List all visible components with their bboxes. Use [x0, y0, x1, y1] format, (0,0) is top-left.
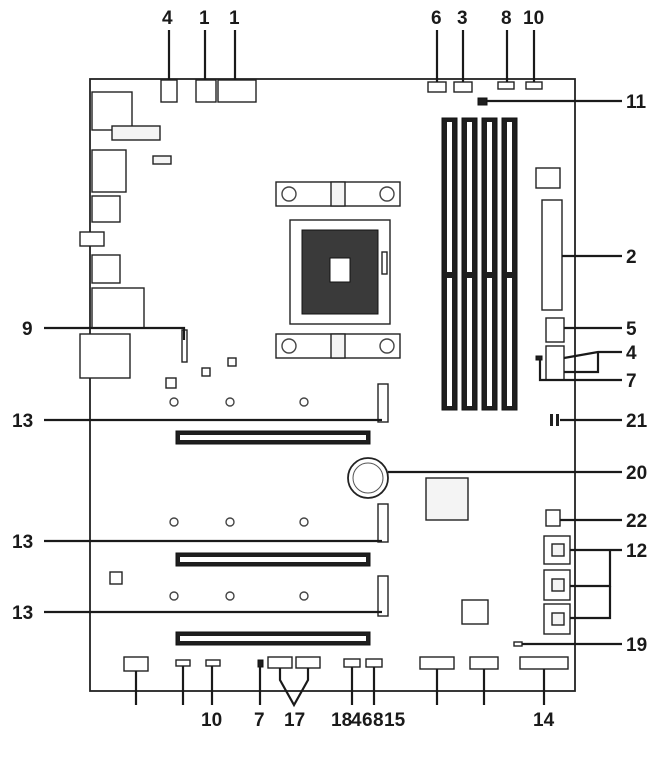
top-header-6 — [427, 81, 447, 93]
label-top-10: 10 — [523, 8, 544, 29]
bottom-headers — [123, 656, 569, 672]
header-22 — [545, 509, 561, 527]
io-port-5 — [79, 231, 105, 247]
bottom-header-14 — [519, 656, 569, 670]
io-port-1 — [91, 91, 133, 131]
label-bottom-14: 14 — [533, 710, 555, 731]
pcie-slots — [175, 430, 371, 646]
label-right-22: 22 — [626, 511, 647, 532]
led-7-right — [535, 355, 543, 361]
label-left-13b: 13 — [12, 532, 33, 553]
m2-standoffs — [169, 397, 309, 601]
bottom-header-10b — [205, 659, 221, 667]
chip-small — [461, 599, 489, 625]
cpu-retention-bracket-bottom — [275, 333, 401, 359]
atx-24pin-connector — [541, 199, 563, 311]
m2-slot-1 — [377, 383, 389, 423]
label-bottom-6: 6 — [362, 710, 373, 731]
leader-right-7 — [538, 360, 622, 382]
usb-c-header — [545, 317, 565, 343]
label-bottom-18: 18 — [331, 710, 352, 731]
callout-labels: 4 1 1 6 3 8 10 11 2 5 4 7 21 20 22 12 19… — [12, 8, 648, 731]
label-right-11: 11 — [626, 92, 647, 113]
cmos-battery — [347, 457, 389, 499]
cpu-retention-bracket-top — [275, 181, 401, 207]
bottom-header-17b — [295, 656, 321, 669]
label-left-13a: 13 — [12, 411, 33, 432]
io-port-2 — [111, 125, 161, 141]
cpu-opt-fan-header — [160, 79, 178, 103]
led-19 — [513, 641, 523, 647]
m2-slot-2 — [377, 503, 389, 543]
chipset — [425, 477, 469, 521]
bottom-header-17a — [267, 656, 293, 669]
bottom-header-usb — [469, 656, 499, 670]
io-port-8 — [79, 333, 131, 379]
jumper-21-pin-a — [550, 414, 553, 426]
label-right-2: 2 — [626, 247, 637, 268]
label-left-13c: 13 — [12, 603, 33, 624]
leader-lines — [44, 30, 622, 708]
bottom-header-4 — [365, 658, 383, 668]
label-bottom-10: 10 — [201, 710, 222, 731]
label-right-20: 20 — [626, 463, 647, 484]
io-port-7 — [91, 287, 145, 329]
atx-12v-connector-1 — [195, 79, 217, 103]
top-header-8 — [497, 81, 515, 90]
io-port-6 — [91, 254, 121, 284]
label-bottom-15: 15 — [384, 710, 406, 731]
io-port-4 — [91, 195, 121, 223]
label-right-4: 4 — [626, 343, 637, 364]
m2-slot-3 — [377, 575, 389, 617]
jumper-21-pin-b — [556, 414, 559, 426]
label-right-5: 5 — [626, 319, 637, 340]
label-bottom-17: 17 — [284, 710, 305, 731]
leader-right-12b — [570, 550, 612, 588]
label-top-1a: 1 — [199, 8, 210, 29]
io-port-3 — [91, 149, 127, 193]
label-right-12: 12 — [626, 541, 647, 562]
cpu-socket — [289, 219, 391, 325]
top-header-3 — [453, 81, 473, 93]
leader-bottom-17 — [278, 668, 310, 708]
fan-headers-right — [545, 345, 565, 381]
label-left-9: 9 — [22, 319, 33, 340]
io-chip — [152, 155, 172, 165]
label-top-3: 3 — [457, 8, 468, 29]
label-right-21: 21 — [626, 411, 648, 432]
small-switch-block — [535, 167, 561, 189]
label-bottom-7: 7 — [254, 710, 265, 731]
top-chip-11 — [477, 97, 488, 106]
label-top-1b: 1 — [229, 8, 240, 29]
label-right-7: 7 — [626, 371, 637, 392]
leader-left-9 — [44, 326, 186, 340]
bottom-led-7 — [257, 659, 264, 668]
bottom-header-audio — [123, 656, 149, 672]
label-right-19: 19 — [626, 635, 647, 656]
bottom-header-18 — [343, 658, 361, 668]
dimm-slots — [441, 117, 518, 411]
label-top-4: 4 — [162, 8, 173, 29]
label-top-6: 6 — [431, 8, 442, 29]
sata-connectors — [543, 535, 571, 635]
bottom-header-10a — [175, 659, 191, 667]
leader-right-4b — [564, 352, 600, 374]
top-header-10 — [525, 81, 543, 90]
label-top-8: 8 — [501, 8, 512, 29]
label-bottom-4: 4 — [351, 710, 362, 731]
bottom-header-6 — [419, 656, 455, 670]
leader-right-12c — [570, 586, 612, 620]
rear-io-panel — [79, 91, 161, 379]
label-bottom-8: 8 — [373, 710, 384, 731]
atx-12v-connector-2 — [217, 79, 257, 103]
